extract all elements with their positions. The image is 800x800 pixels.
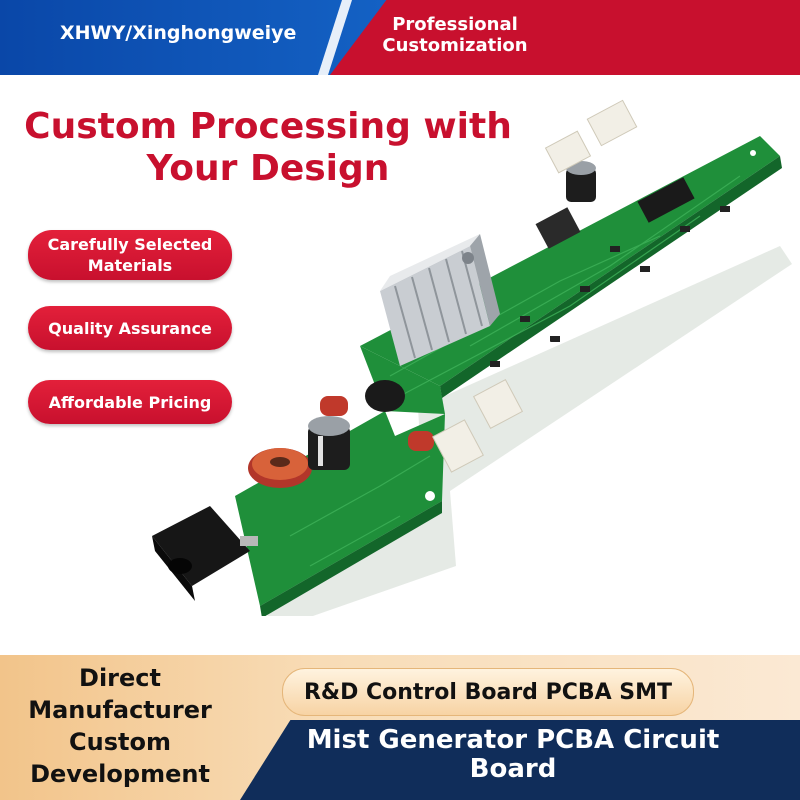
headline-line-1: Custom Processing with — [24, 106, 512, 147]
headline-line-2: Your Design — [146, 148, 390, 189]
manufacturer-tagline: Direct Manufacturer Custom Development — [10, 662, 230, 790]
customization-badge: Professional Customization — [375, 14, 535, 56]
choke-inductor — [365, 380, 405, 412]
product-title: Mist Generator PCBA Circuit Board — [278, 726, 748, 784]
film-capacitor — [408, 431, 434, 451]
electrolytic-capacitor — [308, 416, 350, 470]
tagline-line-1: Direct — [79, 664, 161, 692]
feature-pricing-badge: Affordable Pricing — [28, 380, 232, 424]
feature-quality-badge: Quality Assurance — [28, 306, 232, 350]
badge-line-1: Professional — [392, 14, 518, 35]
product-tag-pill: R&D Control Board PCBA SMT — [282, 668, 694, 716]
pcb-board-illustration — [152, 99, 792, 616]
product-title-line-1: Mist Generator PCBA Circuit — [306, 725, 720, 755]
feature-materials-line-1: Carefully Selected — [47, 235, 213, 254]
heat-sink — [380, 234, 500, 366]
brand-name: XHWY/Xinghongweiye — [60, 22, 297, 44]
header-red-band — [330, 0, 800, 75]
headline: Custom Processing with Your Design — [8, 106, 528, 190]
feature-materials-badge: Carefully Selected Materials — [28, 230, 232, 280]
footer-navy-band — [240, 720, 800, 800]
tagline-line-2: Manufacturer — [28, 696, 212, 724]
product-title-line-2: Board — [469, 754, 557, 784]
electrolytic-capacitor-small — [566, 161, 596, 202]
badge-line-2: Customization — [382, 35, 528, 56]
ic-chip — [637, 177, 695, 223]
power-inductor-smd — [535, 207, 581, 249]
white-connector — [432, 99, 638, 473]
film-capacitor — [320, 396, 348, 416]
feature-materials-line-2: Materials — [87, 256, 173, 275]
tagline-line-3: Custom — [69, 728, 171, 756]
tagline-line-4: Development — [30, 760, 210, 788]
dc-power-jack — [152, 506, 258, 601]
toroid-inductor — [248, 448, 312, 488]
